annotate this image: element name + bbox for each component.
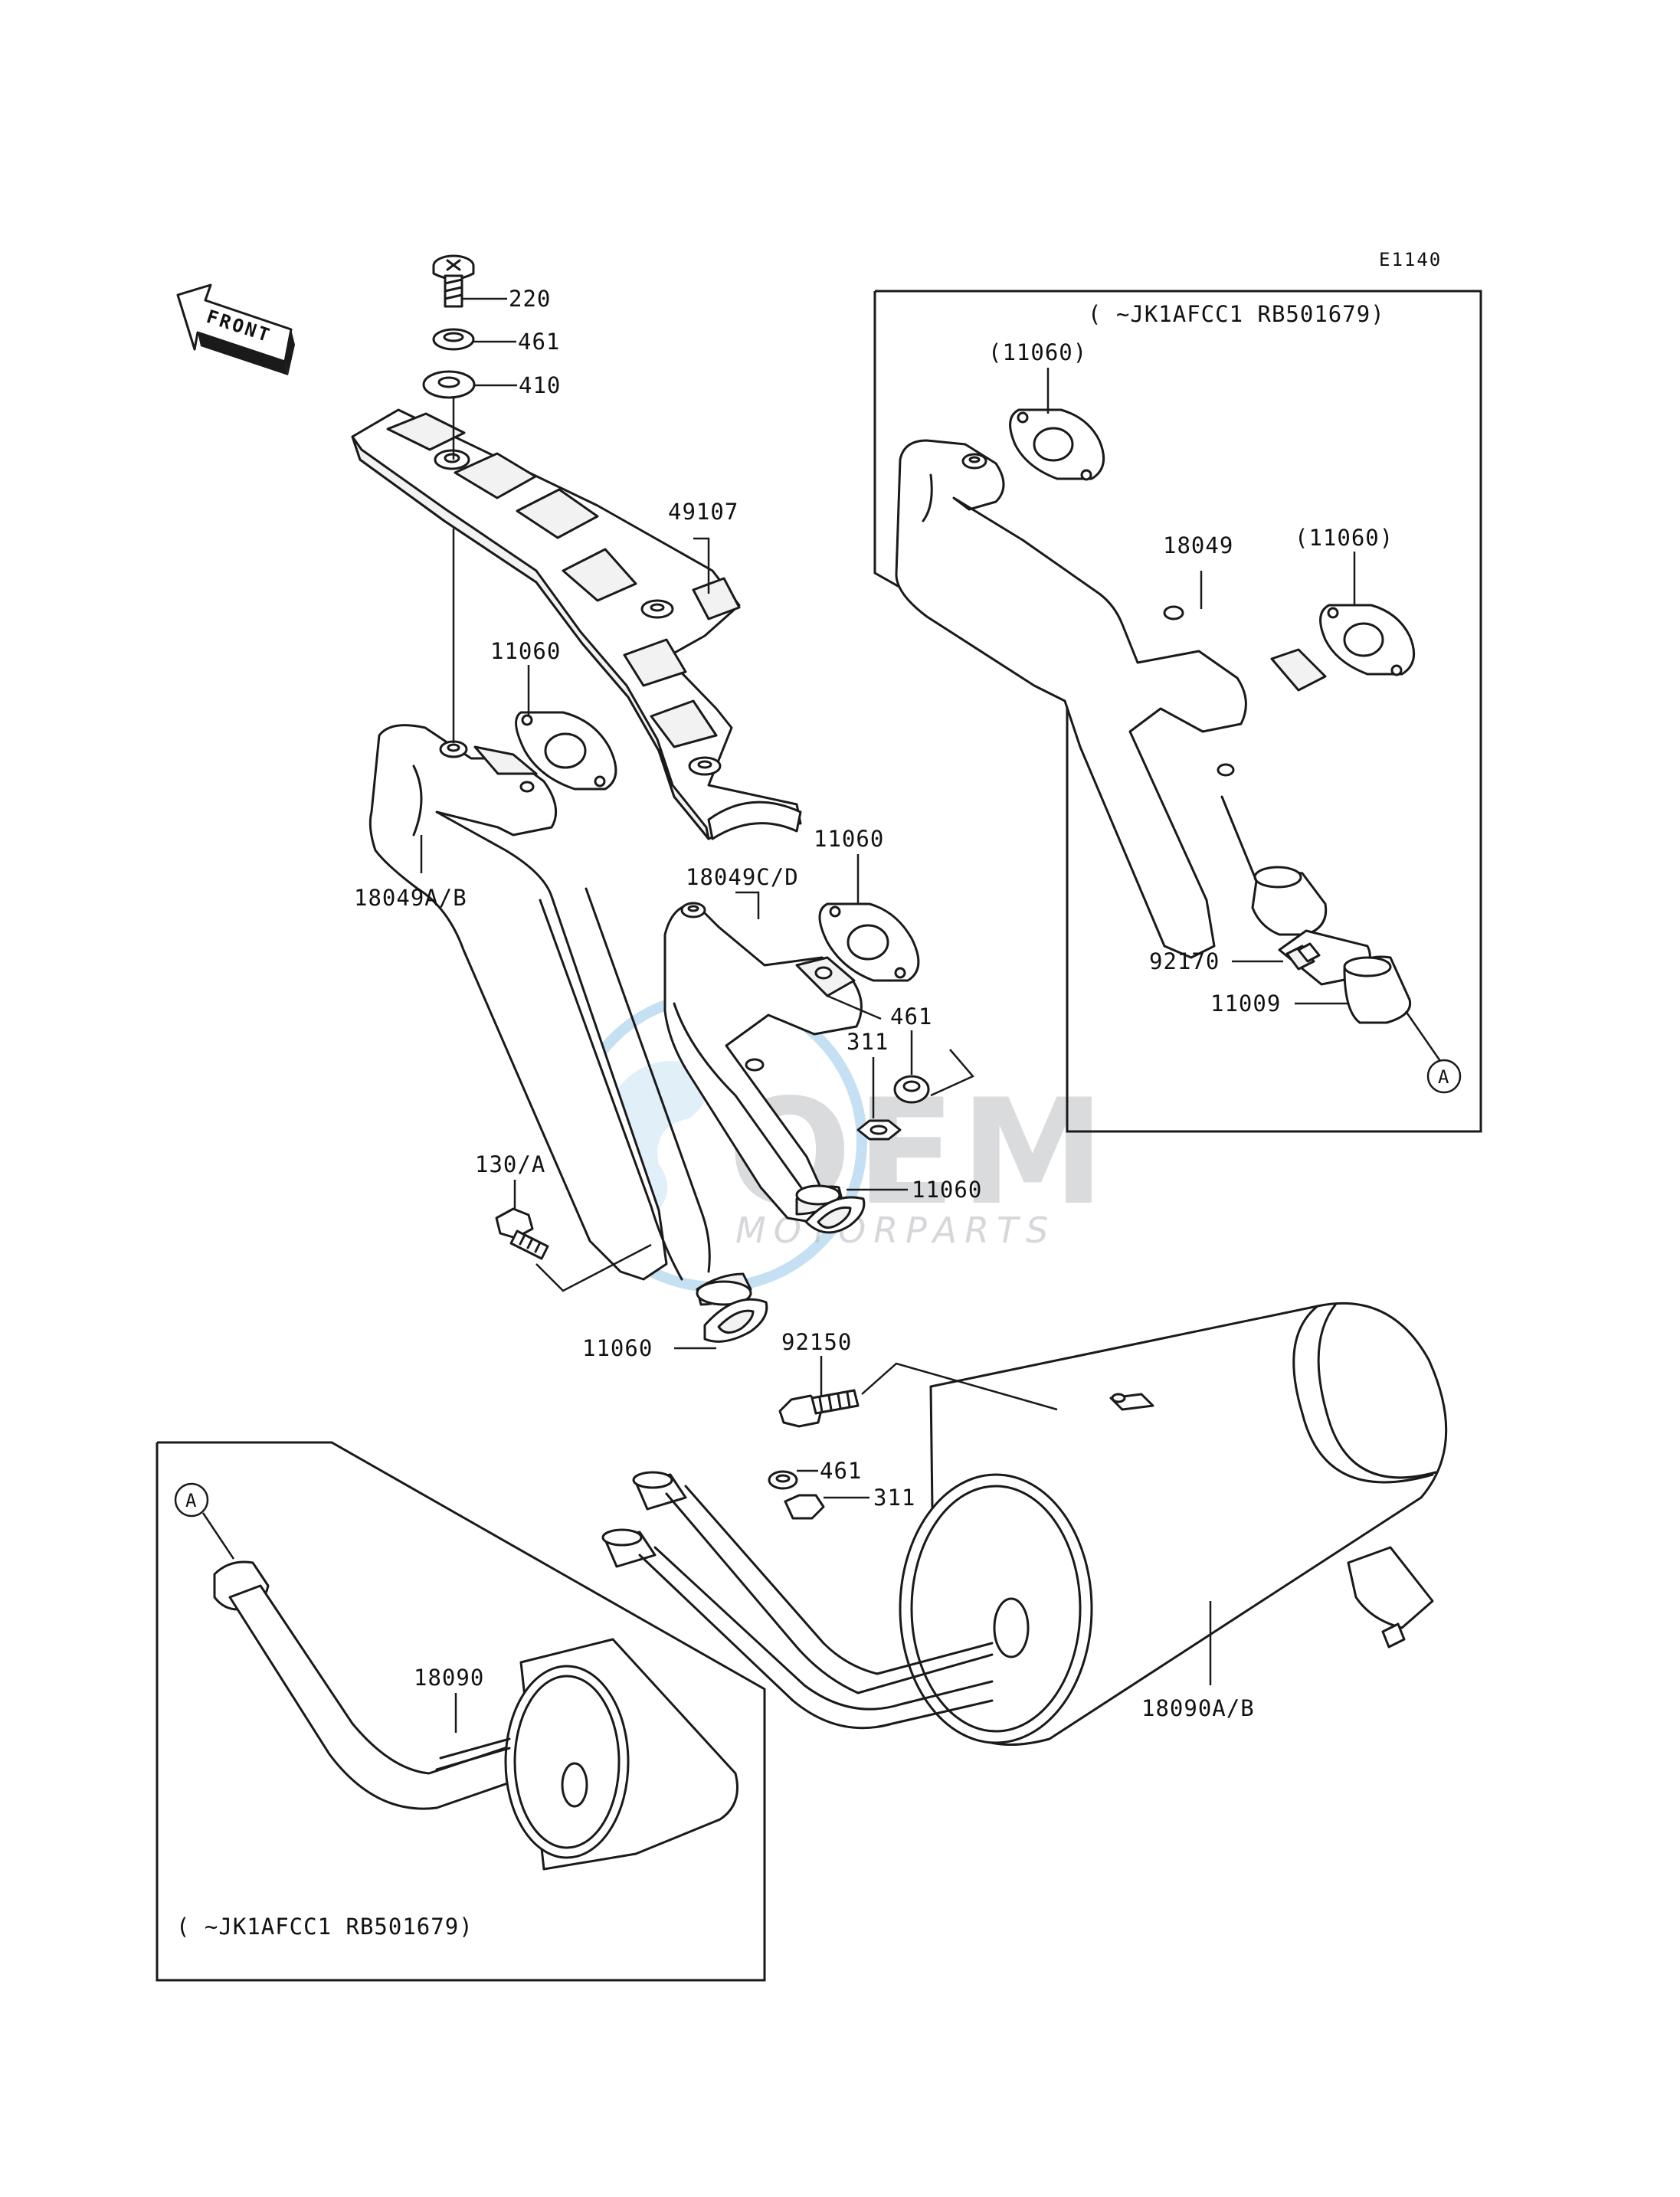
label-11060-pipe-rear: 11060 (912, 1177, 982, 1203)
inset-top-right: ( ~JK1AFCC1 RB501679) (11060) 18049 (873, 290, 1482, 1133)
label-inset-11060-a: (11060) (988, 339, 1087, 365)
inset-gasket-11060-a (1009, 408, 1105, 481)
inset-bottom-serial-note: ( ~JK1AFCC1 RB501679) (176, 1914, 473, 1940)
exhaust-pipe-18049ab (368, 724, 711, 1281)
heat-guard-49107 (351, 408, 802, 840)
pipe-front-flange (696, 1272, 752, 1306)
lock-washer-461-top (432, 328, 475, 351)
label-49107: 49107 (668, 499, 738, 525)
inset-exhaust-pipe-18049 (895, 439, 1328, 959)
lock-washer-461-mid (893, 1075, 930, 1104)
gasket-11060-mid (818, 902, 920, 982)
inset-muffler-18090 (213, 1560, 738, 1871)
inset-top-reference-a (1426, 1059, 1462, 1094)
label-11060-pipe-front: 11060 (582, 1335, 653, 1361)
diagram-code: E1140 (1379, 249, 1442, 270)
bolt-92150 (778, 1389, 860, 1428)
gasket-11060-top (515, 711, 617, 791)
label-11060-top: 11060 (490, 638, 561, 664)
inset-bottom-left: A 18090 ( ~JK1AFCC1 RB501679) (156, 1441, 766, 1982)
inset-bottom-reference-letter: A (185, 1490, 198, 1511)
watermark-sub: MOTORPARTS (735, 1210, 1056, 1251)
exhaust-pipe-18049cd (663, 902, 863, 1223)
label-461-top: 461 (518, 329, 560, 355)
label-220: 220 (509, 286, 551, 312)
gasket-11060-pipe-rear (804, 1196, 866, 1234)
front-arrow-icon: FRONT (176, 283, 295, 375)
label-410: 410 (519, 372, 561, 398)
lock-washer-461-muffler (768, 1470, 798, 1490)
label-130a: 130/A (475, 1151, 545, 1177)
inset-bottom-reference-a (174, 1482, 209, 1518)
gasket-11060-pipe-front (703, 1298, 768, 1343)
label-inset-18049: 18049 (1163, 532, 1233, 558)
bolt-130a (495, 1207, 549, 1260)
muffler-18090ab (899, 1302, 1448, 1746)
label-461-mid: 461 (890, 1004, 932, 1030)
label-inset-92170: 92170 (1149, 948, 1220, 974)
label-inset-18090: 18090 (414, 1665, 484, 1691)
label-92150: 92150 (781, 1329, 852, 1355)
label-311-mid: 311 (847, 1029, 889, 1055)
label-18049cd: 18049C/D (686, 864, 799, 890)
label-461-muffler: 461 (820, 1458, 862, 1484)
nut-311-mid (856, 1119, 902, 1141)
label-11060-mid: 11060 (814, 826, 884, 852)
label-18049ab: 18049A/B (354, 885, 467, 911)
label-inset-11009: 11009 (1210, 990, 1281, 1017)
inset-top-serial-note: ( ~JK1AFCC1 RB501679) (1088, 301, 1385, 327)
label-inset-11060-b: (11060) (1295, 525, 1393, 551)
screw-220 (432, 254, 475, 308)
nut-311-muffler (784, 1494, 825, 1520)
inset-sleeve-11009 (1343, 955, 1412, 1024)
inset-top-reference-letter: A (1438, 1066, 1450, 1088)
inset-gasket-11060-b (1319, 604, 1416, 676)
muffler-inlet-pipes (601, 1471, 994, 1730)
label-18090ab: 18090A/B (1141, 1695, 1255, 1721)
washer-410-top (422, 370, 476, 399)
label-311-muffler: 311 (873, 1485, 915, 1511)
